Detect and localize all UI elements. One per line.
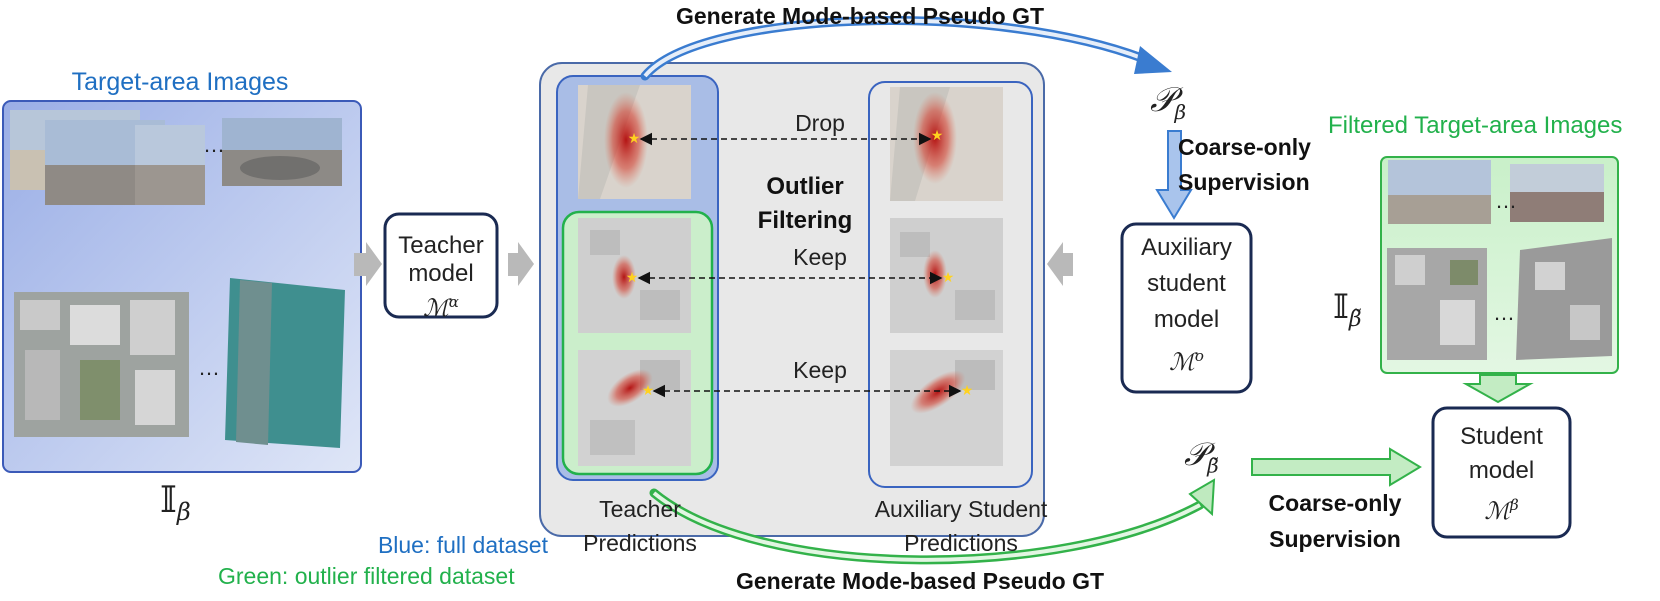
pseudo-gt-filtered-symbol: 𝒫β̃ xyxy=(1184,435,1219,478)
aerial-thumbnails xyxy=(14,278,345,448)
row-label-drop: Drop xyxy=(795,110,845,136)
bottom-curved-arrow-head xyxy=(1188,478,1216,517)
target-area-title: Target-area Images xyxy=(71,68,289,96)
top-curved-arrow-head xyxy=(1134,46,1172,74)
bottom-arrow-label: Generate Mode-based Pseudo GT xyxy=(735,568,1105,594)
panorama-thumbnails xyxy=(10,110,342,205)
teacher-model-label: Teacher model ℳα xyxy=(398,232,484,322)
svg-text:★: ★ xyxy=(942,270,955,286)
target-image-set-symbol: 𝕀β xyxy=(160,480,191,527)
filtered-image-set-symbol: 𝕀β̃ xyxy=(1333,287,1362,332)
svg-text:★: ★ xyxy=(961,383,974,399)
filtered-thumbnails xyxy=(1387,160,1612,360)
teacher-predictions-caption: Teacher Predictions xyxy=(583,496,697,556)
ellipsis-bottom-left: … xyxy=(198,355,220,380)
aux-model-box xyxy=(1120,222,1253,394)
svg-text:★: ★ xyxy=(642,383,655,399)
svg-text:★: ★ xyxy=(626,270,639,286)
ellipsis-filtered-bottom: … xyxy=(1493,300,1515,325)
filtered-images-title: Filtered Target-area Images xyxy=(1328,112,1623,139)
gt-star-markers: ★ ★ ★ ★ ★ ★ xyxy=(626,128,974,399)
grey-arrow-left xyxy=(354,242,382,286)
aux-model-label: Auxiliary student model ℳo xyxy=(1141,234,1232,376)
row-label-keep-2: Keep xyxy=(793,357,847,383)
teacher-model-box xyxy=(383,212,499,319)
top-arrow-label: Generate Mode-based Pseudo GT xyxy=(675,3,1045,29)
row-label-keep-1: Keep xyxy=(793,244,847,270)
legend-green: Green: outlier filtered dataset xyxy=(218,563,515,589)
grey-arrow-aux-in xyxy=(1047,242,1073,286)
supervision-label-bottom: Coarse-only Supervision xyxy=(1268,490,1402,552)
ellipsis-top-left: … xyxy=(203,132,225,157)
pseudo-gt-full-symbol: 𝒫β xyxy=(1150,80,1187,124)
svg-text:★: ★ xyxy=(628,131,641,147)
aux-predictions-caption: Auxiliary Student Predictions xyxy=(874,496,1048,556)
svg-text:★: ★ xyxy=(931,128,944,144)
green-down-arrow xyxy=(1462,374,1534,404)
supervision-label-top: Coarse-only Supervision xyxy=(1178,134,1311,195)
legend-blue: Blue: full dataset xyxy=(377,532,548,558)
outlier-filtering-title: Outlier Filtering xyxy=(757,173,853,234)
grey-arrow-teacher-out xyxy=(508,242,534,286)
blue-down-arrow xyxy=(1155,130,1193,220)
student-model-box xyxy=(1431,406,1572,539)
green-right-arrow xyxy=(1251,447,1422,487)
ellipsis-filtered-top: … xyxy=(1495,188,1517,213)
teacher-heatmap-tiles xyxy=(578,85,691,466)
student-model-label: Student model ℳβ xyxy=(1460,423,1543,525)
